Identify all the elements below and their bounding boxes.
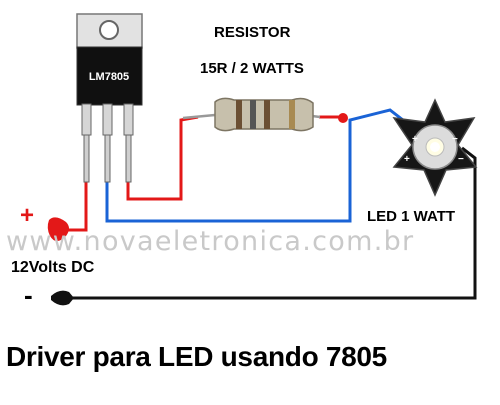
ground-wire — [68, 146, 477, 300]
page-title: Driver para LED usando 7805 — [6, 341, 387, 372]
regulator-output-wire — [105, 108, 413, 223]
led-minus-mark: − — [452, 134, 458, 145]
regulator-label: LM7805 — [89, 71, 129, 83]
resistor-junction-dot — [338, 113, 348, 123]
led-minus-mark-lower: − — [458, 154, 464, 165]
negative-terminal — [51, 290, 74, 306]
lm7805-regulator: LM7805 — [76, 13, 143, 183]
supply-plus-sign: + — [20, 202, 35, 229]
positive-terminal — [47, 217, 69, 241]
resistor — [182, 97, 321, 132]
watermark-url: www.novaeletronica.com.br — [6, 226, 415, 257]
supply-voltage-label: 12Volts DC — [11, 259, 95, 276]
led-plus-mark: + — [412, 134, 418, 145]
supply-minus-sign: - — [24, 280, 33, 310]
led-label: LED 1 WATT — [367, 208, 456, 225]
led-plus-mark-lower: + — [404, 154, 410, 165]
resistor-value-label: 15R / 2 WATTS — [200, 60, 304, 77]
power-led: + − + − — [392, 98, 478, 197]
resistor-label: RESISTOR — [214, 24, 291, 41]
